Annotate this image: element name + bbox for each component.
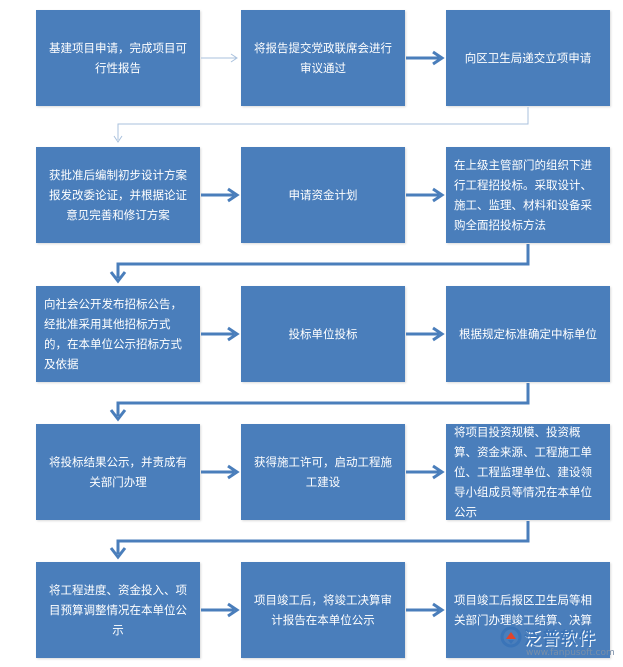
step-12-box: 将项目投资规模、投资概算、资金来源、工程施工单位、工程监理单位、建设领导小组成员… (446, 424, 610, 520)
step-11-box: 获得施工许可，启动工程施工建设 (241, 424, 405, 520)
step-13-box: 将工程进度、资金投入、项目预算调整情况在本单位公示 (36, 562, 200, 658)
step-1-box: 基建项目申请，完成项目可行性报告 (36, 10, 200, 106)
step-9-label: 根据规定标准确定中标单位 (459, 327, 597, 341)
arrow-10-11-head (227, 464, 240, 480)
step-1-label: 基建项目申请，完成项目可行性报告 (49, 41, 187, 75)
step-8-box: 投标单位投标 (241, 286, 405, 382)
elbow-3-4-head (113, 135, 123, 143)
arrow-5-6-head (432, 187, 445, 203)
step-15-label: 项目竣工后报区卫生局等相关部门办理竣工结算、决算 (454, 593, 592, 627)
arrow-14-15-head (432, 602, 445, 618)
arrow-11-12-head (432, 464, 445, 480)
step-3-label: 向区卫生局递交立项申请 (464, 51, 592, 65)
step-7-box: 向社会公开发布招标公告，经批准采用其他招标方式的，在本单位公示招标方式及依据 (36, 286, 200, 382)
step-9-box: 根据规定标准确定中标单位 (446, 286, 610, 382)
brand-watermark: 泛普软件 www.fanpusoft.com (500, 622, 620, 664)
step-4-label: 获批准后编制初步设计方案报发改委论证，并根据论证意见完善和修订方案 (49, 168, 187, 222)
step-2-box: 将报告提交党政联席会进行审议通过 (241, 10, 405, 106)
step-6-label: 在上级主管部门的组织下进行工程招投标。采取设计、施工、监理、材料和设备采购全面招… (454, 158, 592, 232)
elbow-12-13 (116, 521, 530, 554)
arrow-13-14-head (227, 602, 240, 618)
elbow-6-7 (116, 244, 530, 278)
arrow-1-2-head (230, 53, 238, 63)
step-10-box: 将投标结果公示，并责成有关部门办理 (36, 424, 200, 520)
step-5-label: 申请资金计划 (288, 188, 358, 202)
step-7-label: 向社会公开发布招标公告，经批准采用其他招标方式的，在本单位公示招标方式及依据 (44, 297, 182, 371)
arrow-8-9-head (432, 326, 445, 342)
elbow-3-4 (117, 107, 529, 140)
arrow-2-3-head (432, 50, 445, 66)
step-12-label: 将项目投资规模、投资概算、资金来源、工程施工单位、工程监理单位、建设领导小组成员… (454, 425, 592, 519)
elbow-6-7-head (109, 271, 127, 284)
arrow-7-8-head (227, 326, 240, 342)
step-2-label: 将报告提交党政联席会进行审议通过 (254, 41, 392, 75)
step-13-label: 将工程进度、资金投入、项目预算调整情况在本单位公示 (49, 583, 187, 637)
step-6-box: 在上级主管部门的组织下进行工程招投标。采取设计、施工、监理、材料和设备采购全面招… (446, 147, 610, 243)
step-8-label: 投标单位投标 (288, 327, 358, 341)
step-11-label: 获得施工许可，启动工程施工建设 (254, 455, 392, 489)
step-3-box: 向区卫生局递交立项申请 (446, 10, 610, 106)
step-5-box: 申请资金计划 (241, 147, 405, 243)
elbow-12-13-head (109, 547, 127, 560)
step-14-box: 项目竣工后，将竣工决算审计报告在本单位公示 (241, 562, 405, 658)
step-15-box: 项目竣工后报区卫生局等相关部门办理竣工结算、决算 (446, 562, 610, 658)
elbow-9-10 (116, 383, 530, 416)
brand-url: www.fanpusoft.com (526, 648, 615, 658)
brand-logo-icon (500, 626, 522, 648)
arrow-4-5-head (227, 187, 240, 203)
brand-name: 泛普软件 (524, 629, 596, 649)
step-4-box: 获批准后编制初步设计方案报发改委论证，并根据论证意见完善和修订方案 (36, 147, 200, 243)
elbow-9-10-head (109, 409, 127, 422)
step-14-label: 项目竣工后，将竣工决算审计报告在本单位公示 (254, 593, 392, 627)
step-10-label: 将投标结果公示，并责成有关部门办理 (49, 455, 187, 489)
